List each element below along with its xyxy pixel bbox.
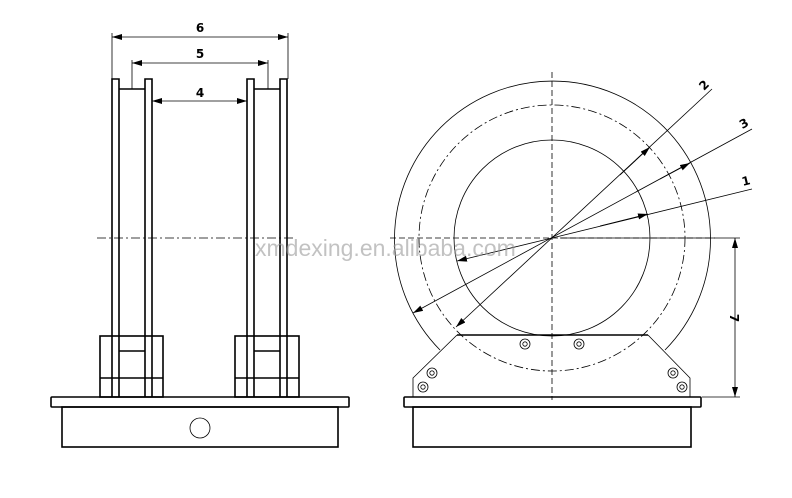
dimension-label-6: 6 bbox=[196, 21, 204, 35]
dimension-7: 7 bbox=[560, 237, 741, 398]
right-bearing-block bbox=[234, 335, 300, 398]
dimension-1: 1 bbox=[456, 173, 753, 262]
side-base-hole bbox=[189, 417, 211, 439]
dimension-5: 5 bbox=[131, 47, 269, 89]
side-view: 6 5 4 bbox=[50, 21, 350, 448]
bolt-icon bbox=[426, 367, 438, 379]
bolts bbox=[417, 338, 688, 393]
bolt-icon bbox=[573, 338, 585, 350]
frame-right-bracket bbox=[647, 334, 691, 397]
dimension-label-3: 3 bbox=[737, 115, 751, 131]
bolt-icon bbox=[676, 381, 688, 393]
left-bearing-block bbox=[99, 335, 164, 398]
dimension-4: 4 bbox=[152, 86, 247, 104]
dimension-label-5: 5 bbox=[196, 47, 204, 61]
bolt-icon bbox=[519, 338, 531, 350]
side-base-box bbox=[61, 406, 339, 448]
watermark: xmdexing.en.alibaba.com bbox=[255, 235, 516, 261]
outer-circle bbox=[394, 80, 711, 351]
dimension-label-4: 4 bbox=[196, 86, 204, 100]
front-base-plate bbox=[403, 396, 702, 408]
bolt-icon bbox=[417, 381, 429, 393]
bolt-icon bbox=[667, 367, 679, 379]
dimension-label-1: 1 bbox=[740, 173, 751, 189]
front-base-box bbox=[412, 406, 692, 448]
dimension-6: 6 bbox=[111, 21, 289, 79]
dimension-2: 2 bbox=[455, 77, 713, 328]
side-base-plate bbox=[50, 396, 350, 408]
dimension-label-7: 7 bbox=[727, 314, 741, 322]
frame-left-bracket bbox=[412, 334, 458, 397]
